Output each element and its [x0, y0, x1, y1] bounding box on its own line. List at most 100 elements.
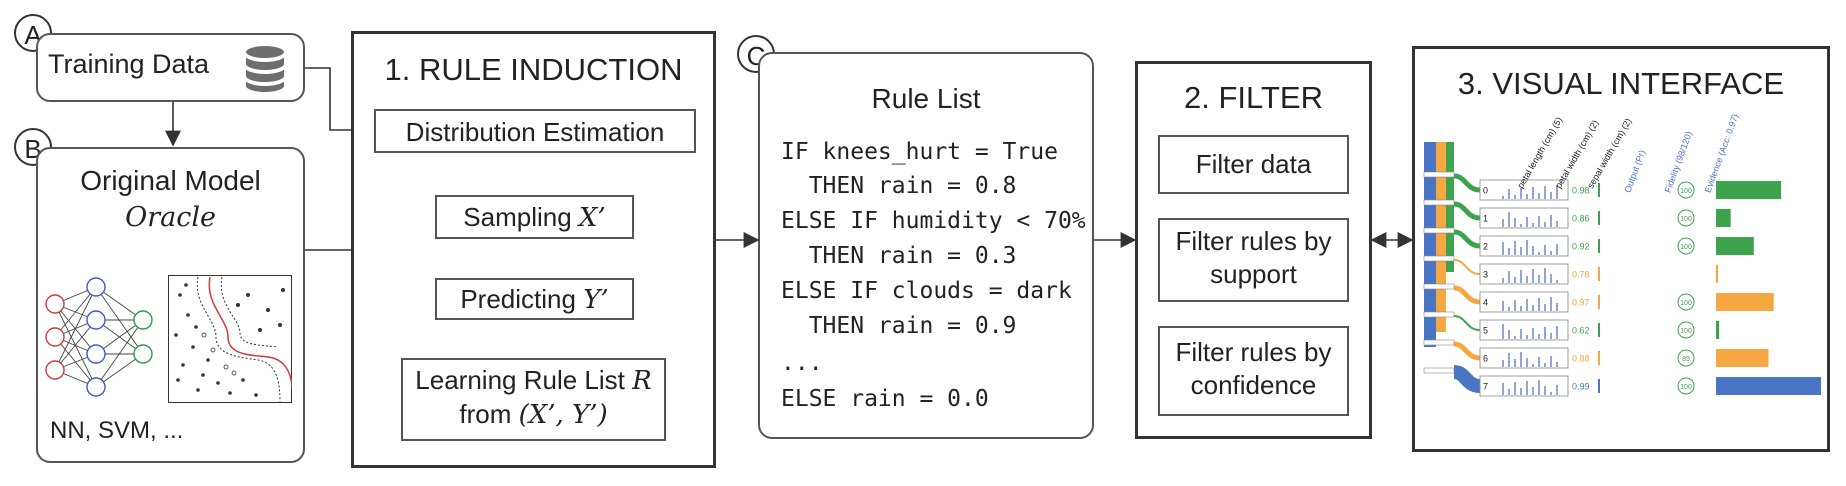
- learning-variable: R: [632, 366, 652, 396]
- rule-induction-title: 1. RULE INDUCTION: [384, 52, 683, 87]
- histogram-bar: [1502, 383, 1504, 395]
- histogram-bar: [1550, 392, 1552, 395]
- rule-output-value: 0.98: [1572, 186, 1590, 196]
- histogram-bar: [1526, 276, 1528, 283]
- sampling-variable: X’: [578, 203, 606, 233]
- histogram-bar: [1538, 334, 1540, 339]
- histogram-bar: [1508, 212, 1510, 227]
- evidence-bar: [1716, 209, 1731, 227]
- fidelity-value: 89: [1682, 356, 1690, 363]
- filter-support-label: Filter rules by support: [1175, 226, 1332, 289]
- flow-separator: [1423, 367, 1455, 374]
- flow-curve: [1453, 259, 1481, 275]
- flow-curve: [1453, 341, 1481, 361]
- rule-row-box: [1479, 319, 1569, 341]
- rule-row-box: [1479, 263, 1569, 285]
- rule-line-2: THEN rain = 0.8: [781, 173, 1017, 199]
- rule-line-3: ELSE IF humidity < 70%: [781, 208, 1086, 234]
- histogram-bar: [1520, 388, 1522, 395]
- histogram-bar: [1556, 303, 1558, 311]
- rule-output-value: 0.86: [1572, 214, 1590, 224]
- rule-row-id: 7: [1483, 382, 1488, 392]
- flow-curve: [1453, 173, 1481, 193]
- histogram-bar: [1502, 301, 1504, 311]
- histogram-bar: [1538, 252, 1540, 255]
- histogram-bar: [1514, 359, 1516, 367]
- sampling-text: Sampling: [463, 202, 572, 232]
- histogram-bar: [1508, 330, 1510, 339]
- evidence-bar: [1716, 321, 1720, 339]
- rule-row-box: [1479, 375, 1569, 397]
- visual-interface-title: 3. VISUAL INTERFACE: [1457, 66, 1785, 101]
- histogram-bar: [1514, 382, 1516, 395]
- histogram-bar: [1556, 185, 1558, 199]
- histogram-bar: [1508, 271, 1510, 283]
- histogram-bar: [1508, 353, 1510, 367]
- histogram-bar: [1508, 307, 1510, 311]
- output-tick: [1598, 351, 1600, 365]
- histogram-bar: [1538, 380, 1540, 395]
- histogram-bar: [1520, 270, 1522, 283]
- rule-output-value: 0.62: [1572, 326, 1590, 336]
- predicting-variable: Y’: [583, 285, 609, 315]
- histogram-bar: [1526, 217, 1528, 227]
- learning-from-text: from: [459, 398, 512, 429]
- predicting-label: Predicting Y’: [435, 283, 634, 317]
- histogram-bar: [1556, 280, 1558, 283]
- histogram-bar: [1550, 356, 1552, 367]
- histogram-bar: [1532, 187, 1534, 199]
- training-data-label: Training Data: [48, 49, 210, 79]
- histogram-bar: [1502, 242, 1504, 255]
- histogram-bar: [1538, 298, 1540, 311]
- rule-row-box: [1479, 235, 1569, 257]
- histogram-bar: [1556, 385, 1558, 395]
- evidence-bar: [1716, 265, 1718, 283]
- distribution-estimation-box: [374, 109, 696, 153]
- rule-list-title: Rule List: [871, 83, 981, 114]
- distribution-estimation-label: Distribution Estimation: [405, 117, 665, 147]
- histogram-bar: [1550, 297, 1552, 311]
- learning-text: Learning Rule List: [415, 365, 625, 395]
- histogram-bar: [1556, 326, 1558, 339]
- rule-output-value: 0.97: [1572, 298, 1590, 308]
- fidelity-circle: [1677, 209, 1695, 227]
- histogram-bar: [1532, 269, 1534, 283]
- rule-row-id: 3: [1483, 270, 1488, 280]
- histogram-bar: [1520, 247, 1522, 255]
- histogram-bar: [1544, 245, 1546, 255]
- rule-row-id: 4: [1483, 298, 1488, 308]
- histogram-bar: [1532, 364, 1534, 367]
- rule-output-value: 0.88: [1572, 354, 1590, 364]
- rule-row-id: 0: [1483, 186, 1488, 196]
- flow-band-green: [1446, 142, 1454, 272]
- flow-band-blue: [1424, 142, 1436, 347]
- filter-data-label: Filter data: [1195, 149, 1312, 179]
- fidelity-value: 100: [1680, 300, 1692, 307]
- learning-rule-list-label: Learning Rule List R from (X’, Y’): [401, 364, 666, 431]
- histogram-bar: [1532, 305, 1534, 311]
- fidelity-circle: [1677, 293, 1695, 311]
- histogram-bar: [1556, 221, 1558, 227]
- histogram-bar: [1502, 219, 1504, 227]
- rule-line-6: THEN rain = 0.9: [781, 313, 1017, 339]
- histogram-bar: [1538, 275, 1540, 283]
- output-tick: [1598, 211, 1600, 225]
- histogram-bar: [1514, 300, 1516, 311]
- output-tick: [1598, 239, 1600, 253]
- histogram-bar: [1514, 195, 1516, 199]
- model-examples-label: NN, SVM, ...: [50, 417, 184, 444]
- histogram-bar: [1544, 304, 1546, 311]
- rule-output-value: 0.99: [1572, 382, 1590, 392]
- neural-network-icon: [45, 277, 153, 397]
- output-tick: [1598, 183, 1600, 197]
- histogram-bar: [1550, 333, 1552, 339]
- evidence-bar: [1716, 237, 1754, 255]
- learning-rule-list-box: [401, 358, 666, 441]
- rule-line-4: THEN rain = 0.3: [781, 243, 1017, 269]
- fidelity-circle: [1677, 377, 1695, 395]
- histogram-bar: [1526, 335, 1528, 339]
- histogram-bar: [1514, 336, 1516, 339]
- rule-line-7: ...: [781, 350, 823, 376]
- sampling-label: Sampling X’: [435, 201, 634, 235]
